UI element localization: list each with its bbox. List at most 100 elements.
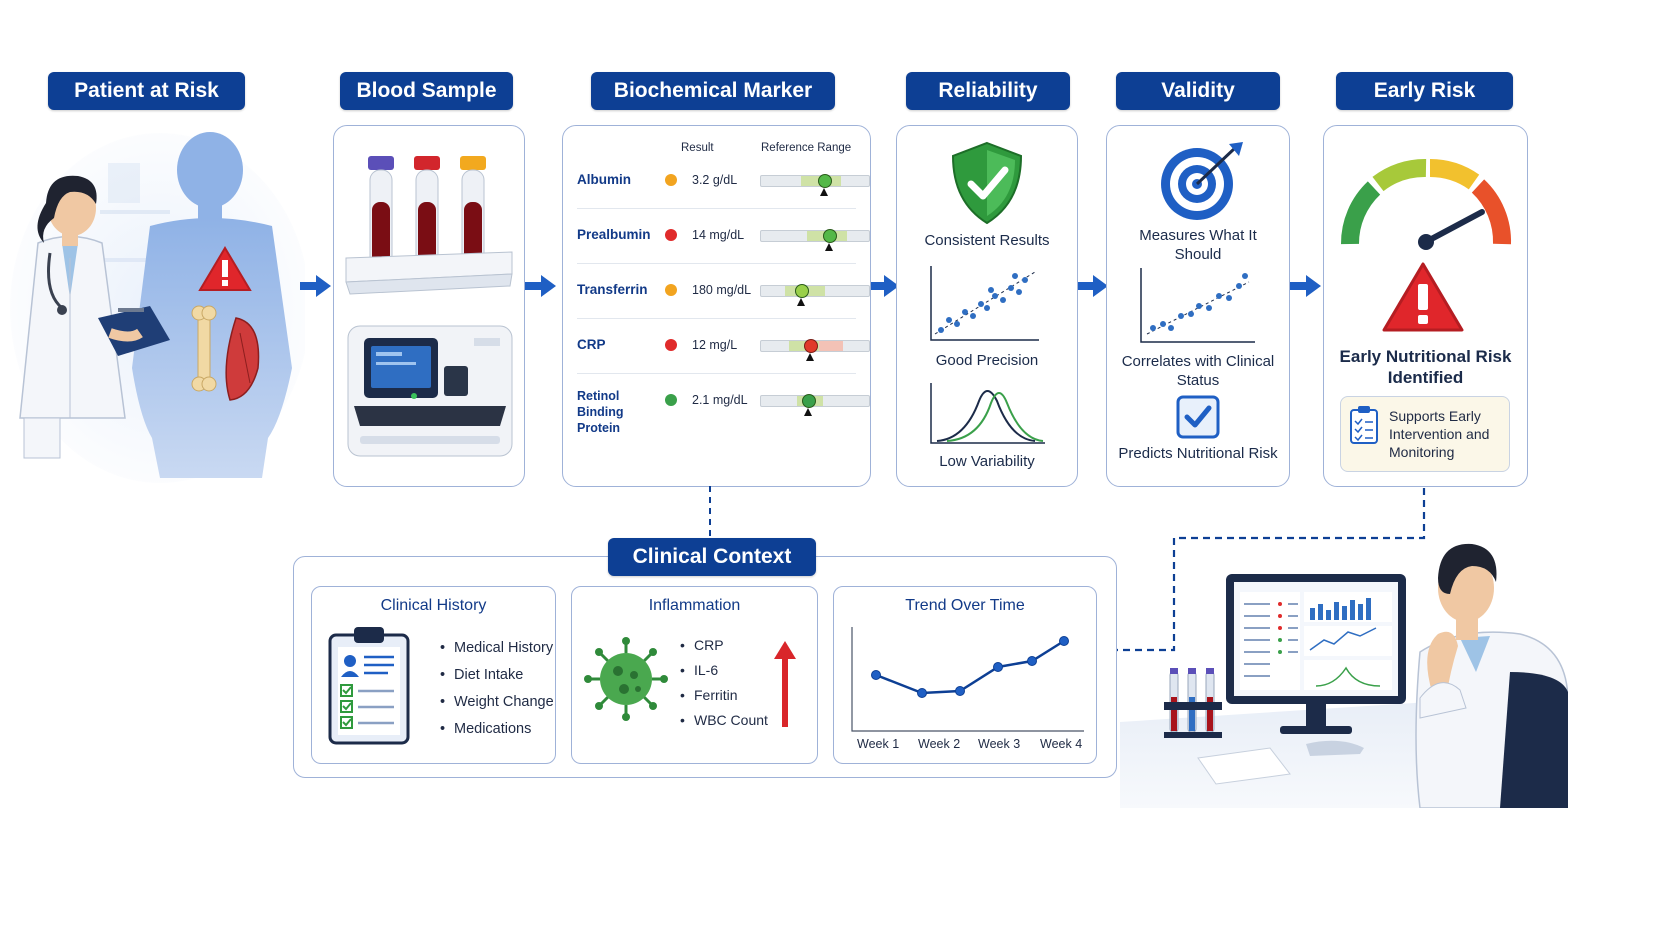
x-tick-label: Week 2 (918, 737, 961, 751)
clinician (1306, 543, 1568, 808)
checkbox-icon (1176, 395, 1220, 439)
marker-value: 2.1 mg/dL (692, 393, 748, 407)
gauge-icon (1340, 158, 1512, 250)
flow-arrow-2 (525, 275, 556, 297)
correlates-label: Correlates with Clinical Status (1121, 353, 1275, 389)
status-dot (665, 229, 677, 241)
trend-title: Trend Over Time (905, 597, 1025, 614)
trend-line-chart (851, 627, 1084, 732)
supports-label: Supports Early Intervention and Monitori… (1389, 408, 1490, 460)
connector-risk-to-clinician (1116, 488, 1426, 652)
blood-sample-panel (333, 125, 525, 487)
list-item: CRP (680, 633, 768, 658)
consistent-results-label: Consistent Results (924, 232, 1050, 249)
col-range-header: Reference Range (761, 142, 852, 154)
range-marker (802, 394, 816, 408)
connector-biochem-to-context (709, 486, 711, 542)
range-marker (823, 229, 837, 243)
range-marker (795, 284, 809, 298)
flow-arrow-4 (1077, 275, 1108, 297)
blood-sample-illustration (345, 156, 513, 457)
header-patient-at-risk: Patient at Risk (48, 72, 245, 110)
list-item: Medications (440, 716, 554, 743)
reference-range-bar (760, 174, 870, 196)
header-reliability: Reliability (906, 72, 1070, 110)
clipboard-icon (328, 627, 410, 745)
list-item: Weight Change (440, 689, 554, 716)
x-tick-label: Week 1 (857, 737, 900, 751)
measures-label: Measures What It Should (1139, 227, 1257, 263)
target-icon (1161, 142, 1243, 220)
reference-range-bar (760, 229, 870, 251)
biochemical-marker-panel: Result Reference Range Albumin 3.2 g/dL … (562, 125, 871, 487)
range-pointer (825, 243, 833, 251)
range-pointer (820, 188, 828, 196)
reference-range-bar (760, 339, 870, 361)
warning-icon (1382, 262, 1464, 332)
inflammation-list: CRP IL-6 Ferritin WBC Count (680, 633, 768, 733)
flow-arrow-5 (1290, 275, 1321, 297)
clinical-history-list: Medical History Diet Intake Weight Chang… (440, 635, 554, 743)
header-early-risk: Early Risk (1336, 72, 1513, 110)
bone-icon (191, 305, 217, 392)
marker-name: Transferrin (577, 282, 648, 297)
range-pointer (806, 353, 814, 361)
patient-body (132, 132, 292, 478)
early-risk-panel: Early Nutritional Risk Identified Suppor… (1323, 125, 1528, 487)
x-tick-label: Week 4 (1040, 737, 1083, 751)
marker-row-transferrin: Transferrin 180 mg/dL (563, 278, 870, 328)
analyzer-machine (347, 325, 513, 457)
header-clinical-context: Clinical Context (608, 538, 816, 576)
muscle-icon (225, 317, 260, 401)
range-pointer (797, 298, 805, 306)
marker-name: Prealbumin (577, 227, 651, 242)
test-tubes (345, 156, 513, 295)
test-tubes (1164, 668, 1222, 738)
header-blood-sample: Blood Sample (340, 72, 513, 110)
supports-box: Supports Early Intervention and Monitori… (1340, 396, 1510, 472)
reliability-panel: Consistent Results Good Precision Low Va… (896, 125, 1078, 487)
marker-row-rbp: Retinol Binding Protein 2.1 mg/dL (563, 388, 870, 438)
monitor (1226, 574, 1406, 734)
list-item: Ferritin (680, 683, 768, 708)
clipboard-icon (1350, 406, 1378, 444)
marker-name: Retinol Binding Protein (577, 389, 624, 435)
x-tick-label: Week 3 (978, 737, 1021, 751)
reference-range-bar (760, 394, 870, 416)
status-dot (665, 174, 677, 186)
range-pointer (804, 408, 812, 416)
marker-value: 180 mg/dL (692, 283, 752, 297)
header-biochemical-marker: Biochemical Marker (591, 72, 835, 110)
status-dot (665, 339, 677, 351)
range-marker (818, 174, 832, 188)
doctor-illustration (19, 175, 170, 459)
warning-icon (198, 246, 252, 291)
clinician-at-computer (1120, 543, 1568, 808)
clinical-history-card: Clinical History Medical History Diet In… (311, 586, 556, 764)
shield-check-icon (951, 141, 1023, 225)
col-result-header: Result (681, 142, 714, 154)
marker-name: CRP (577, 337, 606, 352)
trend-card: Trend Over Time Week 1 Week 2 Week 3 Wee… (833, 586, 1097, 764)
marker-row-albumin: Albumin 3.2 g/dL (563, 168, 870, 218)
up-arrow-icon (774, 641, 796, 727)
marker-value: 14 mg/dL (692, 228, 745, 242)
risk-identified-label: Early Nutritional Risk Identified (1339, 347, 1512, 387)
predicts-label: Predicts Nutritional Risk (1118, 445, 1278, 462)
marker-row-prealbumin: Prealbumin 14 mg/dL (563, 223, 870, 273)
clinical-history-title: Clinical History (380, 597, 487, 614)
virus-icon (584, 637, 668, 721)
correlation-plot (1140, 268, 1255, 343)
range-marker (804, 339, 818, 353)
list-item: Medical History (440, 635, 554, 662)
list-item: Diet Intake (440, 662, 554, 689)
validity-panel: Measures What It Should Correlates with … (1106, 125, 1290, 487)
patient-illustration (10, 132, 305, 483)
inflammation-title: Inflammation (648, 597, 741, 614)
marker-value: 12 mg/L (692, 338, 738, 352)
reference-range-bar (760, 284, 870, 306)
inflammation-card: Inflammation CRP IL-6 Ferritin WBC Count (571, 586, 818, 764)
status-dot (665, 284, 677, 296)
low-variability-label: Low Variability (939, 453, 1035, 470)
flow-arrow-3 (868, 275, 899, 297)
